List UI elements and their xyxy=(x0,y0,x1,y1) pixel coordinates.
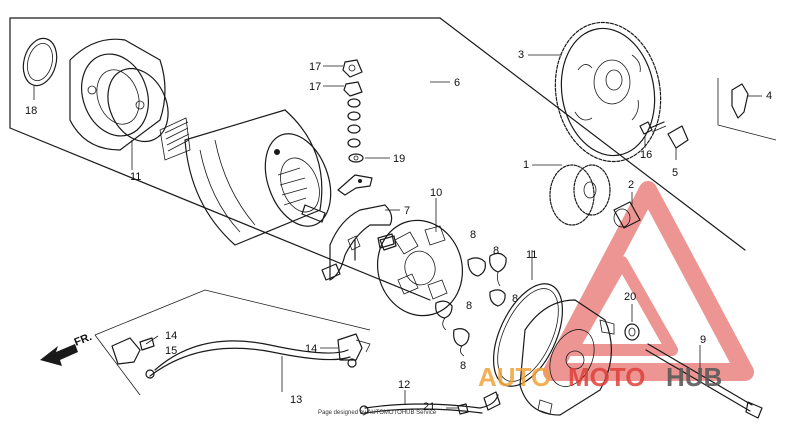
label-12: 12 xyxy=(398,379,410,391)
label-10: 10 xyxy=(430,187,442,199)
mounting-screw xyxy=(377,233,395,249)
front-direction-indicator: FR. xyxy=(40,331,94,366)
label-4: 4 xyxy=(766,90,772,102)
label-18: 18 xyxy=(25,105,37,117)
label-9: 9 xyxy=(700,334,706,346)
label-7: 7 xyxy=(404,205,410,217)
through-bolt-9 xyxy=(645,343,763,419)
brush-clip xyxy=(337,174,373,196)
label-3: 3 xyxy=(518,49,524,61)
callout-labels: 1 2 3 4 5 6 7 8 8 8 8 8 9 10 11 11 12 13… xyxy=(25,49,772,413)
label-8-d: 8 xyxy=(466,300,472,312)
label-8-c: 8 xyxy=(512,293,518,305)
inset-box-4 xyxy=(717,78,777,141)
label-15: 15 xyxy=(165,345,177,357)
shim-stack-17-19 xyxy=(342,59,364,163)
watermark-moto: MOTO xyxy=(568,362,646,392)
bolt-21 xyxy=(446,403,469,415)
terminal-boot-14-right xyxy=(337,333,371,361)
reduction-gear-1 xyxy=(549,164,611,226)
cable-frame xyxy=(94,289,371,396)
watermark-logo-text: AUTO MOTO HUB Page designed by AUTOMOTOH… xyxy=(318,362,722,416)
ground-cable-12 xyxy=(359,390,501,415)
label-20: 20 xyxy=(624,291,636,303)
direction-label: FR. xyxy=(73,331,94,349)
brush-spring-8 xyxy=(435,252,507,357)
brush-holder-plate-7 xyxy=(321,204,397,281)
washer-20 xyxy=(624,323,640,341)
terminal-boot-14-left xyxy=(111,337,155,365)
label-14-a: 14 xyxy=(165,330,177,342)
label-14-b: 14 xyxy=(305,343,317,355)
label-2: 2 xyxy=(628,179,634,191)
clip-5 xyxy=(667,125,689,160)
label-11-b: 11 xyxy=(526,249,537,261)
label-8-e: 8 xyxy=(460,360,466,372)
bolt-16 xyxy=(639,121,667,135)
label-13: 13 xyxy=(290,394,302,406)
label-17-a: 17 xyxy=(309,61,321,73)
armature-motor xyxy=(159,109,332,246)
collar-2 xyxy=(613,201,641,229)
watermark-hub: HUB xyxy=(666,362,722,392)
watermark-fineprint: Page designed by AUTOMOTOHUB Service xyxy=(318,410,437,416)
label-16: 16 xyxy=(640,149,652,161)
watermark-logo-triangle xyxy=(543,181,754,381)
front-cover-housing xyxy=(69,38,169,170)
label-1: 1 xyxy=(523,159,529,171)
assembly-frame xyxy=(9,17,746,301)
label-5: 5 xyxy=(672,167,678,179)
rear-o-ring-11 xyxy=(492,283,564,387)
label-21: 21 xyxy=(423,401,435,413)
label-17-b: 17 xyxy=(309,81,321,93)
label-19: 19 xyxy=(393,153,405,165)
o-ring-18 xyxy=(22,37,58,100)
starter-cable-13 xyxy=(145,340,357,392)
label-6: 6 xyxy=(454,77,460,89)
label-8-a: 8 xyxy=(470,229,476,241)
starter-sprocket-3 xyxy=(554,21,662,163)
rear-cover xyxy=(519,250,615,416)
label-8-b: 8 xyxy=(493,245,499,257)
watermark-auto: AUTO xyxy=(478,362,551,392)
label-11-a: 11 xyxy=(130,171,141,183)
brush-holder-assembly-10 xyxy=(376,198,464,317)
